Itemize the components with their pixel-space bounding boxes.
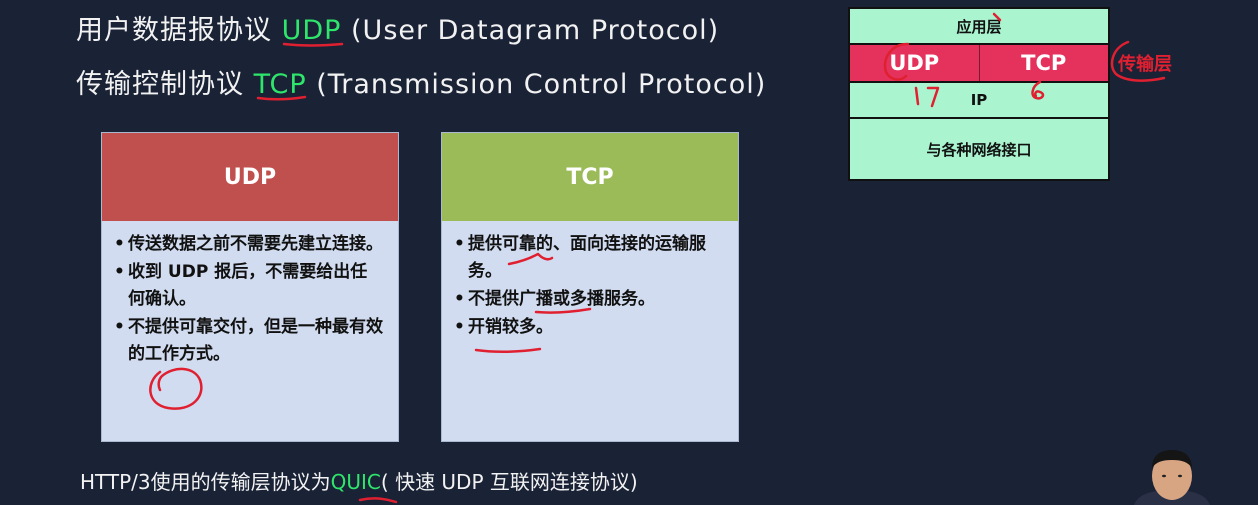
transport-layer: UDP TCP (850, 45, 1108, 81)
quic-label: QUIC (330, 470, 381, 494)
tcp-chinese-name: 传输控制协议 (76, 69, 254, 100)
tcp-acronym: TCP (253, 69, 307, 100)
http3-note-prefix: HTTP/3使用的传输层协议为 (80, 470, 331, 494)
quic-underline-stroke (358, 497, 398, 504)
presenter-eye-right (1178, 474, 1182, 478)
udp-feature-item: 不提供可靠交付，但是一种最有效的工作方式。 (114, 314, 384, 368)
tcp-feature-item: 开销较多。 (454, 314, 724, 341)
tcp-feature-item: 不提供广播或多播服务。 (454, 286, 724, 313)
protocol-stack-diagram: 应用层 UDP TCP IP 与各种网络接口 (848, 7, 1110, 181)
http3-note: HTTP/3使用的传输层协议为QUIC( 快速 UDP 互联网连接协议) (80, 466, 638, 495)
tcp-definition-line: 传输控制协议 TCP (Transmission Control Protoco… (76, 62, 766, 101)
ip-layer: IP (850, 83, 1108, 117)
udp-acronym: UDP (281, 15, 342, 46)
application-layer: 应用层 (850, 9, 1108, 43)
presenter-eye-left (1162, 474, 1166, 478)
udp-chinese-name: 用户数据报协议 (76, 15, 282, 46)
presenter-face (1152, 452, 1192, 500)
tcp-english-name: (Transmission Control Protocol) (306, 69, 767, 100)
network-interface-layer: 与各种网络接口 (850, 119, 1108, 179)
udp-card: UDP 传送数据之前不需要先建立连接。 收到 UDP 报后，不需要给出任何确认。… (101, 132, 399, 442)
udp-feature-item: 收到 UDP 报后，不需要给出任何确认。 (114, 259, 384, 313)
transport-layer-annotation: 传输层 (1118, 54, 1172, 75)
http3-note-suffix: ( 快速 UDP 互联网连接协议) (380, 470, 638, 494)
udp-card-title: UDP (102, 133, 398, 221)
udp-english-name: (User Datagram Protocol) (341, 15, 720, 46)
tcp-feature-item: 提供可靠的、面向连接的运输服务。 (454, 231, 724, 285)
stack-udp-cell: UDP (850, 45, 980, 81)
presenter-avatar (1132, 448, 1212, 505)
tcp-feature-list: 提供可靠的、面向连接的运输服务。 不提供广播或多播服务。 开销较多。 (442, 221, 738, 341)
presenter-hair (1152, 450, 1192, 468)
udp-feature-item: 传送数据之前不需要先建立连接。 (114, 231, 384, 258)
tcp-card: TCP 提供可靠的、面向连接的运输服务。 不提供广播或多播服务。 开销较多。 (441, 132, 739, 442)
stack-tcp-cell: TCP (1021, 51, 1067, 75)
tcp-card-title: TCP (442, 133, 738, 221)
udp-feature-list: 传送数据之前不需要先建立连接。 收到 UDP 报后，不需要给出任何确认。 不提供… (102, 221, 398, 368)
udp-definition-line: 用户数据报协议 UDP (User Datagram Protocol) (76, 8, 719, 47)
